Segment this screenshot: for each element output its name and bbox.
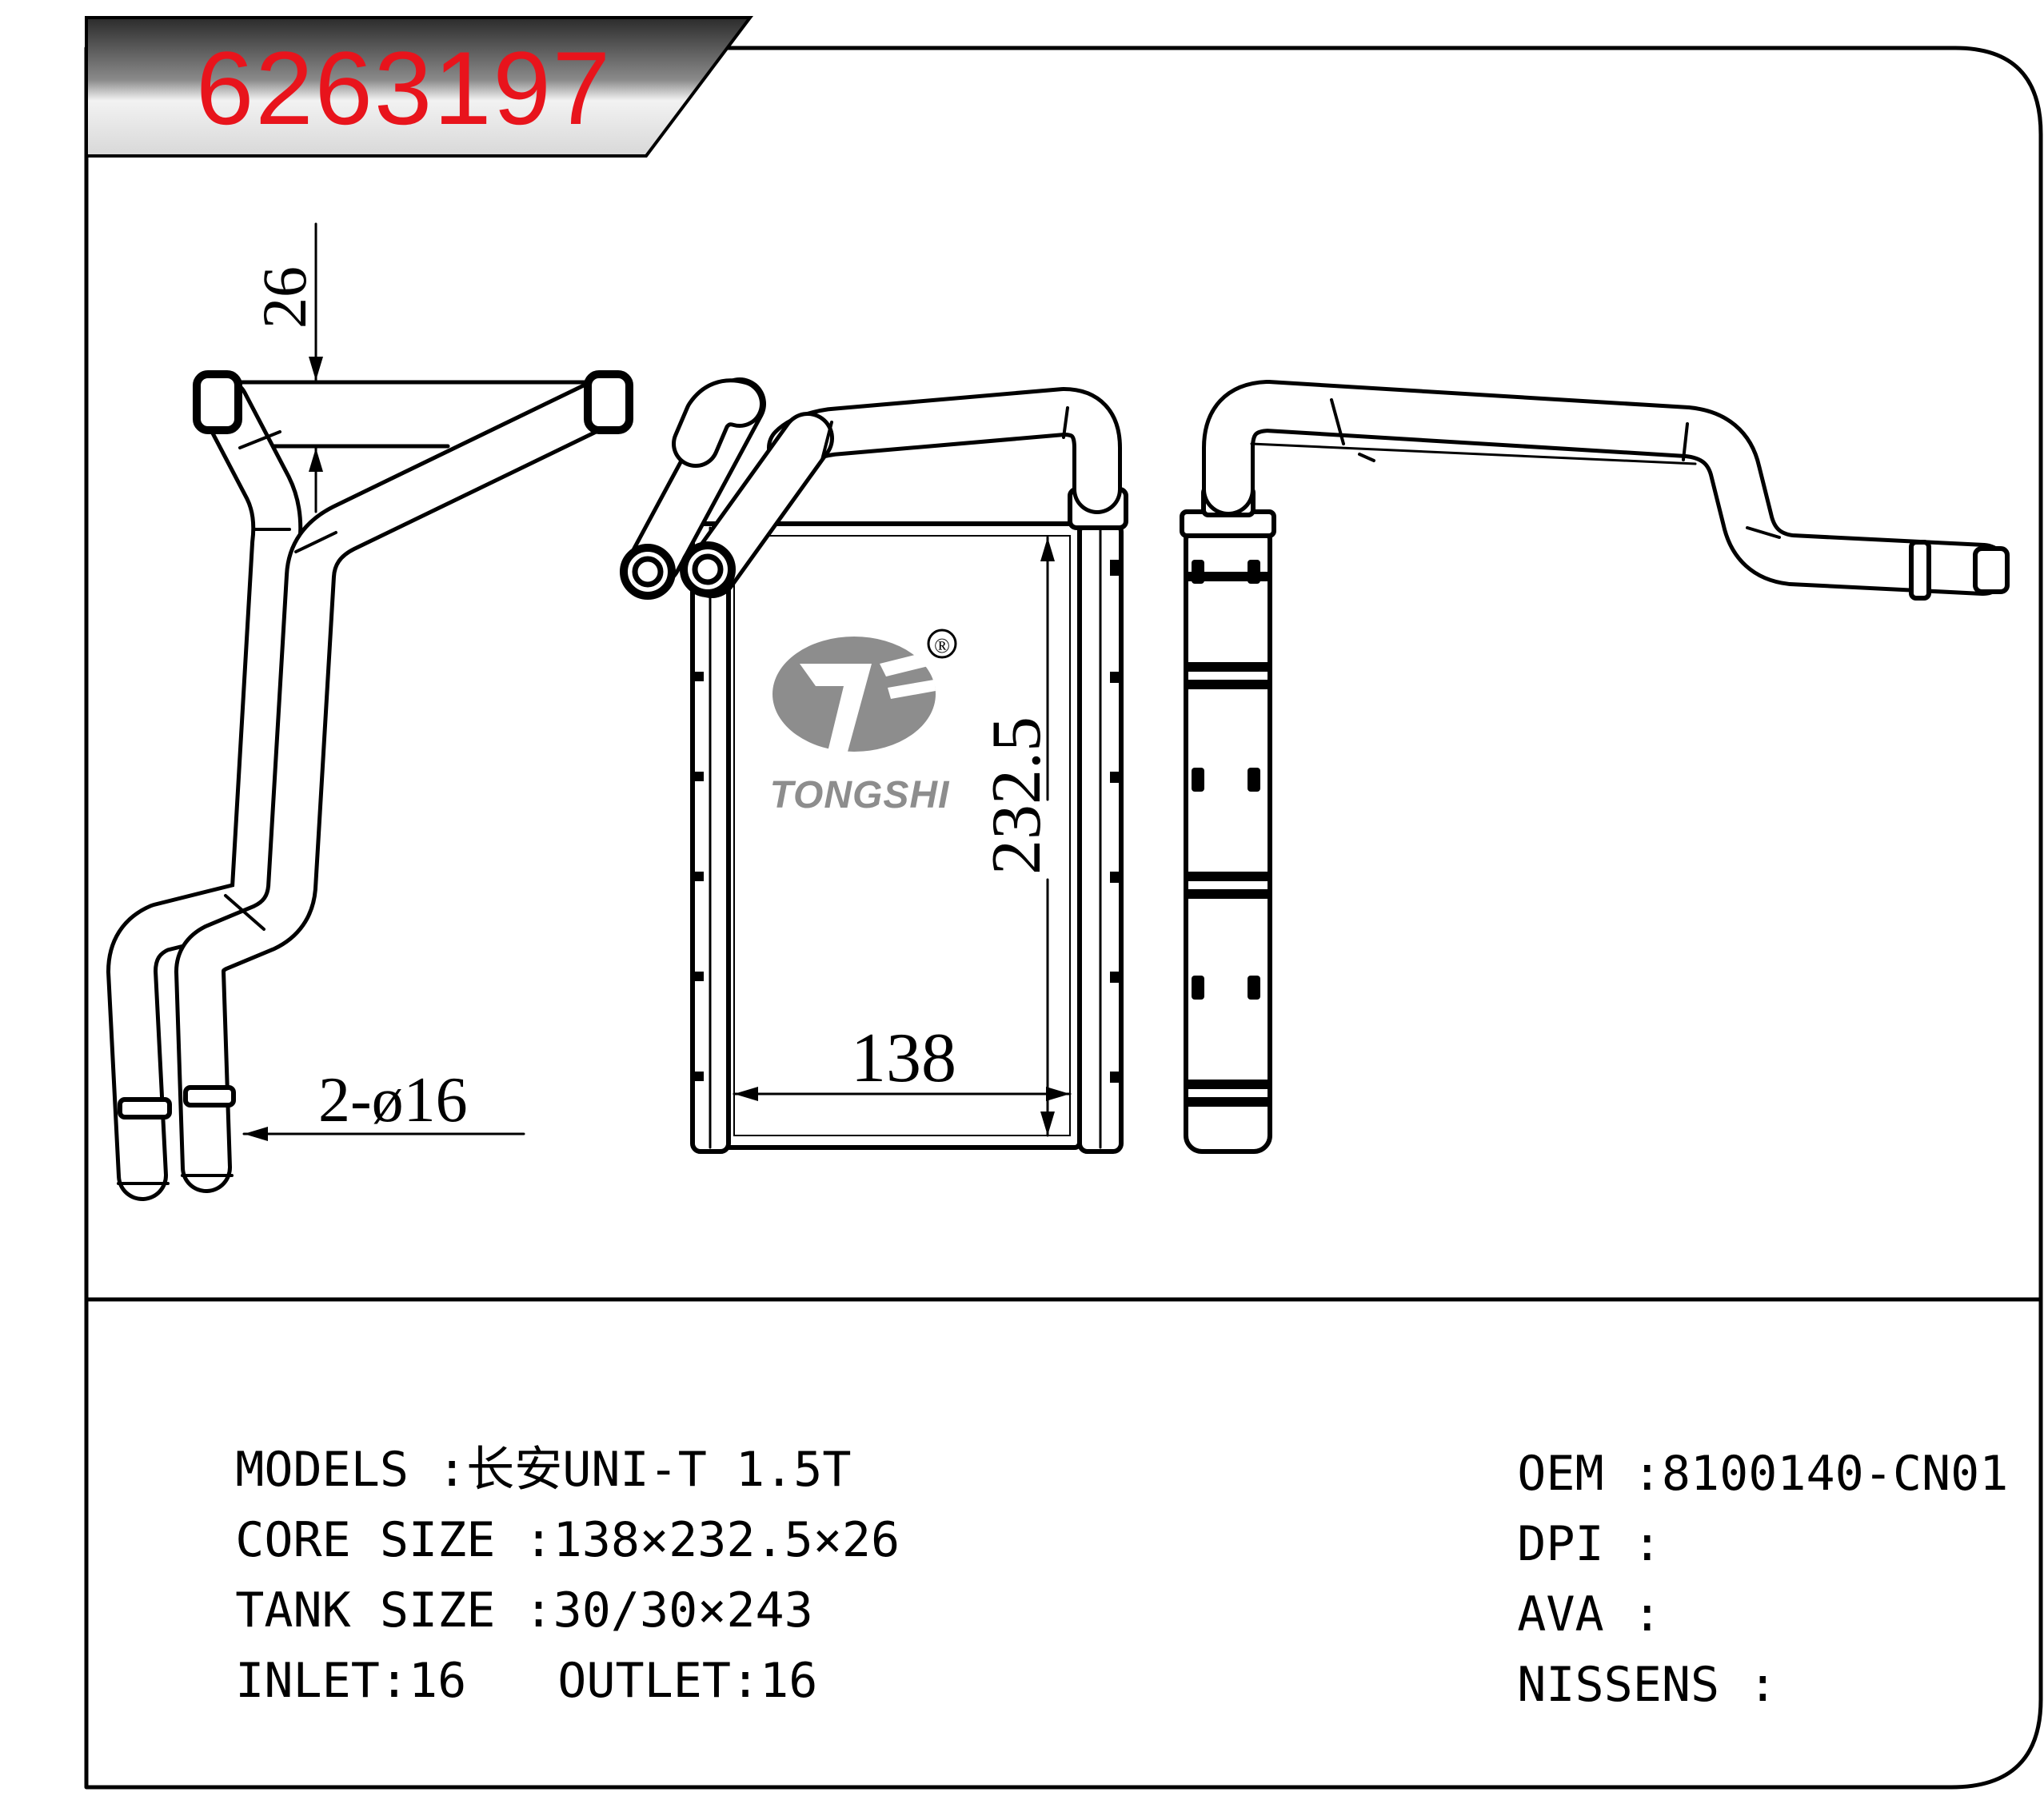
spec-models-value: :长安UNI-T 1.5T xyxy=(437,1442,852,1498)
spec-dpi-label: DPI xyxy=(1517,1516,1633,1572)
part-number: 6263197 xyxy=(196,30,612,146)
spec-ava-value: : xyxy=(1632,1586,1662,1642)
spec-dpi: DPI : xyxy=(1459,1472,1662,1568)
spec-dpi-value: : xyxy=(1632,1516,1662,1572)
header-band: 6263197 xyxy=(85,16,754,158)
logo-registered-mark: ® xyxy=(934,634,950,657)
dim-depth: 26 xyxy=(250,222,323,513)
spec-tank-size-label: TANK SIZE xyxy=(235,1582,525,1638)
dim-pipe-diameter-label: 2-ø16 xyxy=(318,1065,468,1135)
spec-inlet-value: :16 xyxy=(379,1653,467,1709)
logo-brand-name: TONGSHI xyxy=(770,774,950,816)
spec-oem: OEM :8100140-CN01 xyxy=(1459,1402,2008,1498)
spec-outlet: OUTLET:16 xyxy=(500,1609,817,1705)
spec-ava: AVA : xyxy=(1459,1543,1662,1638)
dim-pipe-diameter: 2-ø16 xyxy=(242,1065,525,1141)
spec-outlet-value: :16 xyxy=(731,1653,818,1709)
spec-ava-label: AVA xyxy=(1517,1586,1633,1642)
spec-core-size: CORE SIZE :138×232.5×26 xyxy=(178,1468,900,1564)
spec-oem-value: :8100140-CN01 xyxy=(1632,1446,2009,1502)
dim-depth-label: 26 xyxy=(250,266,319,329)
tank-side-view xyxy=(1180,380,2010,1154)
spec-models-label: MODELS xyxy=(235,1442,438,1498)
spec-inlet-label: INLET xyxy=(235,1653,380,1709)
dim-core-width-label: 138 xyxy=(851,1020,956,1097)
spec-nissens: NISSENS : xyxy=(1459,1613,1777,1709)
dim-core-width: 138 xyxy=(733,1020,1072,1101)
spec-inlet: INLET:16 xyxy=(178,1609,466,1705)
spec-core-size-label: CORE SIZE xyxy=(235,1512,525,1568)
spec-nissens-label: NISSENS xyxy=(1517,1657,1749,1713)
spec-oem-label: OEM xyxy=(1517,1446,1633,1502)
dim-core-height-label: 232.5 xyxy=(978,716,1056,875)
spec-core-size-value: :138×232.5×26 xyxy=(524,1512,900,1568)
frame-border xyxy=(84,46,2043,1790)
side-view-pipes xyxy=(106,370,633,1201)
spec-models: MODELS :长安UNI-T 1.5T xyxy=(178,1398,851,1494)
spec-outlet-label: OUTLET xyxy=(557,1653,731,1709)
spec-tank-size: TANK SIZE :30/30×243 xyxy=(178,1539,813,1638)
spec-tank-size-value: :30/30×243 xyxy=(524,1582,813,1638)
spec-nissens-value: : xyxy=(1748,1657,1778,1713)
brand-logo: ® TONGSHI xyxy=(770,629,957,816)
